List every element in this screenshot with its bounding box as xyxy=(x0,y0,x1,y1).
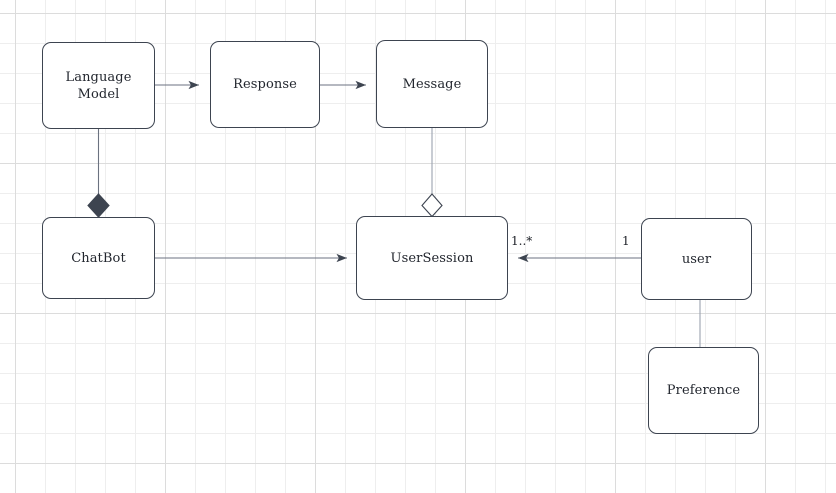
node-label: Message xyxy=(402,76,462,92)
node-message[interactable]: Message xyxy=(376,40,488,128)
multiplicity-label-user: 1 xyxy=(622,234,630,248)
edge-language-model-to-chatbot xyxy=(87,129,110,218)
node-label-line2: Model xyxy=(77,86,120,102)
node-label: user xyxy=(681,251,712,267)
node-label: UserSession xyxy=(390,250,474,266)
node-preference[interactable]: Preference xyxy=(648,347,759,434)
multiplicity-label-usersession: 1..* xyxy=(511,234,533,248)
node-response[interactable]: Response xyxy=(210,41,320,128)
node-label-line1: Language xyxy=(65,69,132,85)
node-label: Response xyxy=(233,77,297,92)
hollow-diamond-marker xyxy=(421,193,443,218)
node-user[interactable]: user xyxy=(641,218,752,300)
node-label: Language Model xyxy=(65,69,131,103)
node-label: ChatBot xyxy=(71,250,126,266)
node-usersession[interactable]: UserSession xyxy=(356,216,508,300)
node-chatbot[interactable]: ChatBot xyxy=(42,217,155,299)
node-language-model[interactable]: Language Model xyxy=(42,42,155,129)
edge-message-to-usersession xyxy=(421,128,443,218)
filled-diamond-marker xyxy=(87,193,110,218)
node-label: Preference xyxy=(666,383,741,398)
